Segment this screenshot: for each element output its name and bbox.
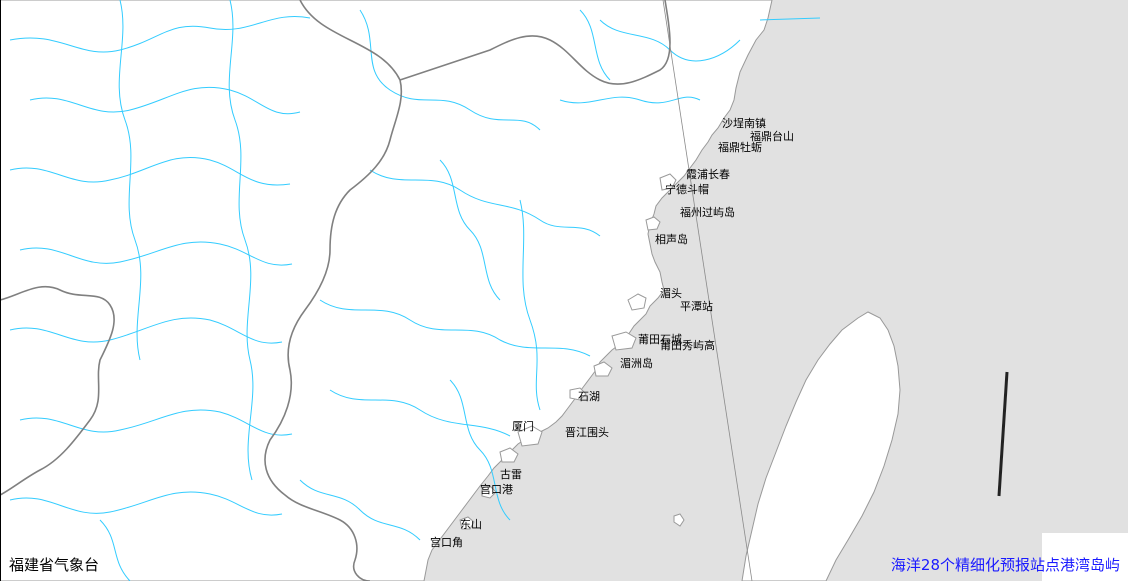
- province-border-west: [0, 285, 115, 496]
- station-label: 古雷: [500, 468, 522, 481]
- taiwan-island: [741, 311, 901, 581]
- corner-patch: [1042, 533, 1128, 581]
- station-label: 福州过屿岛: [680, 205, 735, 219]
- station-label: 东山: [460, 518, 482, 531]
- station-label: 湄洲岛: [620, 356, 653, 370]
- station-label: 沙埕南镇: [722, 116, 766, 130]
- station-label: 石湖: [578, 390, 600, 403]
- station-label: 宫口角: [430, 535, 463, 549]
- agency-label: 福建省气象台: [9, 556, 100, 574]
- station-label: 福鼎牡蛎: [718, 140, 762, 154]
- station-label: 宁德斗帽: [665, 182, 709, 196]
- coastal-islands: [459, 173, 685, 530]
- province-border-north: [399, 0, 671, 85]
- station-label: 莆田石城: [638, 333, 682, 346]
- county-borders: [9, 0, 821, 581]
- station-label: 湄头: [660, 287, 682, 300]
- station-label: 相声岛: [655, 232, 688, 246]
- station-label: 厦门: [512, 419, 534, 433]
- meridian-line: [662, 0, 753, 581]
- station-label: 福鼎台山: [750, 129, 794, 143]
- province-border: [264, 0, 403, 581]
- station-label: 霞浦长春: [686, 168, 730, 181]
- station-label: 莆田秀屿高: [660, 338, 715, 352]
- scale-bar: [997, 371, 1009, 497]
- station-label: 晋江围头: [565, 426, 609, 439]
- station-label: 宫口港: [480, 482, 513, 496]
- mainland: [0, 0, 773, 581]
- station-labels: 沙埕南镇福鼎台山福鼎牡蛎霞浦长春宁德斗帽福州过屿岛相声岛平潭站湄头莆田石城莆田秀…: [430, 116, 794, 549]
- station-label: 平潭站: [680, 299, 713, 313]
- product-title: 海洋28个精细化预报站点港湾岛屿: [890, 556, 1120, 574]
